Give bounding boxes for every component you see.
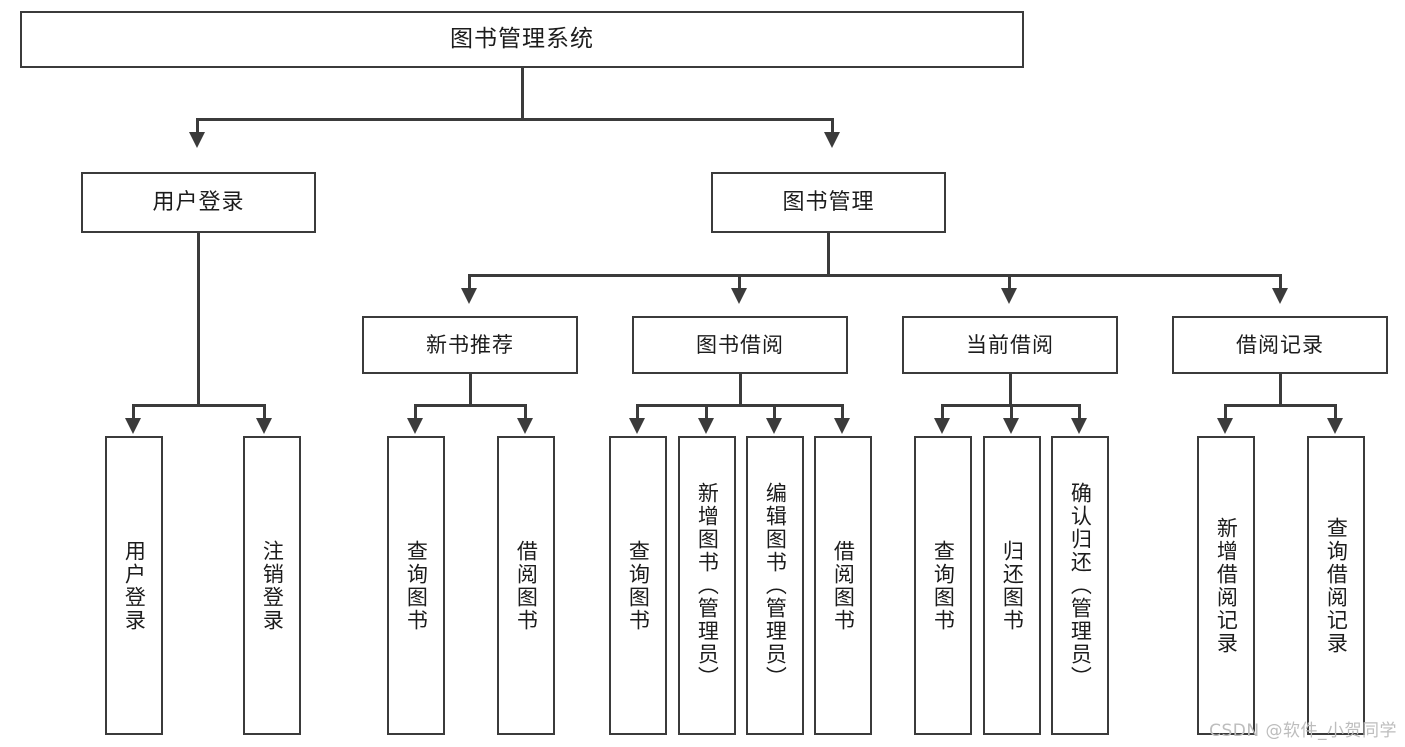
- arrowhead-to-user-login: [189, 132, 205, 148]
- csdn-watermark: CSDN @软件_小贺同学: [1209, 721, 1397, 741]
- node-label: 用户登录: [122, 539, 147, 632]
- edge-borrow-record-drop-1: [1224, 404, 1227, 420]
- edge-current-borrow-drop-1: [941, 404, 944, 420]
- arrowhead-to-leaf-confirm-return: [1071, 418, 1087, 434]
- node-label: 图书管理: [782, 189, 875, 215]
- node-label: 新增图书（管理员）: [695, 482, 720, 689]
- node-book-borrow[interactable]: 图书借阅: [632, 316, 848, 374]
- arrowhead-to-leaf-logout-login: [256, 418, 272, 434]
- node-leaf-add-book[interactable]: 新增图书（管理员）: [678, 436, 736, 735]
- edge-user-login-drop-2: [263, 404, 266, 420]
- arrowhead-to-book-management: [824, 132, 840, 148]
- node-leaf-query-book-3[interactable]: 查询图书: [914, 436, 972, 735]
- node-label: 查询图书: [931, 539, 956, 632]
- node-label: 查询图书: [626, 539, 651, 632]
- edge-level3-drop-4: [1279, 274, 1282, 290]
- node-user-login[interactable]: 用户登录: [81, 172, 316, 233]
- edge-book-borrow-stem: [739, 374, 742, 406]
- arrowhead-to-leaf-return-book: [1003, 418, 1019, 434]
- node-new-book-recommend[interactable]: 新书推荐: [362, 316, 578, 374]
- node-current-borrow[interactable]: 当前借阅: [902, 316, 1118, 374]
- arrowhead-to-leaf-add-record: [1217, 418, 1233, 434]
- node-leaf-query-book-1[interactable]: 查询图书: [387, 436, 445, 735]
- edge-user-login-bus: [132, 404, 265, 407]
- arrowhead-to-leaf-borrow-book-1: [517, 418, 533, 434]
- edge-level3-drop-1: [468, 274, 471, 290]
- node-leaf-query-book-2[interactable]: 查询图书: [609, 436, 667, 735]
- node-label: 新书推荐: [426, 332, 514, 357]
- edge-level3-drop-3: [1008, 274, 1011, 290]
- edge-user-login-drop-1: [132, 404, 135, 420]
- node-label: 编辑图书（管理员）: [763, 482, 788, 689]
- node-label: 当前借阅: [966, 332, 1054, 357]
- node-leaf-borrow-book-2[interactable]: 借阅图书: [814, 436, 872, 735]
- node-book-management[interactable]: 图书管理: [711, 172, 946, 233]
- arrowhead-to-leaf-query-book-1: [407, 418, 423, 434]
- node-leaf-logout-login[interactable]: 注销登录: [243, 436, 301, 735]
- arrowhead-to-leaf-borrow-book-2: [834, 418, 850, 434]
- node-label: 查询借阅记录: [1324, 516, 1349, 655]
- arrowhead-to-leaf-query-record: [1327, 418, 1343, 434]
- edge-book-borrow-drop-4: [841, 404, 844, 420]
- node-label: 借阅记录: [1236, 332, 1324, 357]
- node-label: 图书借阅: [696, 332, 784, 357]
- edge-root-bus: [196, 118, 833, 121]
- node-label: 用户登录: [152, 189, 245, 215]
- node-label: 借阅图书: [514, 539, 539, 632]
- edge-new-book-drop-1: [414, 404, 417, 420]
- edge-root-drop-right: [831, 118, 834, 134]
- node-leaf-edit-book[interactable]: 编辑图书（管理员）: [746, 436, 804, 735]
- edge-current-borrow-drop-2: [1010, 404, 1013, 420]
- node-label: 借阅图书: [831, 539, 856, 632]
- node-root-system[interactable]: 图书管理系统: [20, 11, 1024, 68]
- node-label: 查询图书: [404, 539, 429, 632]
- arrowhead-to-borrow-record: [1272, 288, 1288, 304]
- arrowhead-to-leaf-query-book-2: [629, 418, 645, 434]
- edge-new-book-drop-2: [524, 404, 527, 420]
- edge-book-borrow-drop-1: [636, 404, 639, 420]
- edge-current-borrow-drop-3: [1078, 404, 1081, 420]
- node-label: 确认归还（管理员）: [1068, 482, 1093, 689]
- node-leaf-borrow-book-1[interactable]: 借阅图书: [497, 436, 555, 735]
- edge-root-stem: [521, 68, 524, 119]
- arrowhead-to-leaf-add-book: [698, 418, 714, 434]
- edge-book-borrow-drop-3: [773, 404, 776, 420]
- edge-book-borrow-drop-2: [705, 404, 708, 420]
- edge-new-book-stem: [469, 374, 472, 406]
- node-label: 归还图书: [1000, 539, 1025, 632]
- edge-borrow-record-bus: [1224, 404, 1336, 407]
- node-leaf-query-record[interactable]: 查询借阅记录: [1307, 436, 1365, 735]
- edge-book-borrow-bus: [636, 404, 843, 407]
- arrowhead-to-leaf-query-book-3: [934, 418, 950, 434]
- edge-level3-bus: [468, 274, 1282, 277]
- arrowhead-to-leaf-edit-book: [766, 418, 782, 434]
- edge-level3-drop-2: [738, 274, 741, 290]
- edge-borrow-record-stem: [1279, 374, 1282, 406]
- arrowhead-to-new-book-recommend: [461, 288, 477, 304]
- edge-book-management-stem: [827, 233, 830, 275]
- edge-new-book-bus: [414, 404, 526, 407]
- node-label: 新增借阅记录: [1214, 516, 1239, 655]
- node-label: 图书管理系统: [450, 26, 594, 53]
- node-leaf-return-book[interactable]: 归还图书: [983, 436, 1041, 735]
- edge-current-borrow-stem: [1009, 374, 1012, 406]
- arrowhead-to-book-borrow: [731, 288, 747, 304]
- node-borrow-record[interactable]: 借阅记录: [1172, 316, 1388, 374]
- node-leaf-confirm-return[interactable]: 确认归还（管理员）: [1051, 436, 1109, 735]
- edge-user-login-stem: [197, 233, 200, 405]
- edge-borrow-record-drop-2: [1334, 404, 1337, 420]
- arrowhead-to-leaf-user-login: [125, 418, 141, 434]
- arrowhead-to-current-borrow: [1001, 288, 1017, 304]
- node-leaf-user-login[interactable]: 用户登录: [105, 436, 163, 735]
- node-leaf-add-record[interactable]: 新增借阅记录: [1197, 436, 1255, 735]
- node-label: 注销登录: [260, 539, 285, 632]
- edge-root-drop-left: [196, 118, 199, 134]
